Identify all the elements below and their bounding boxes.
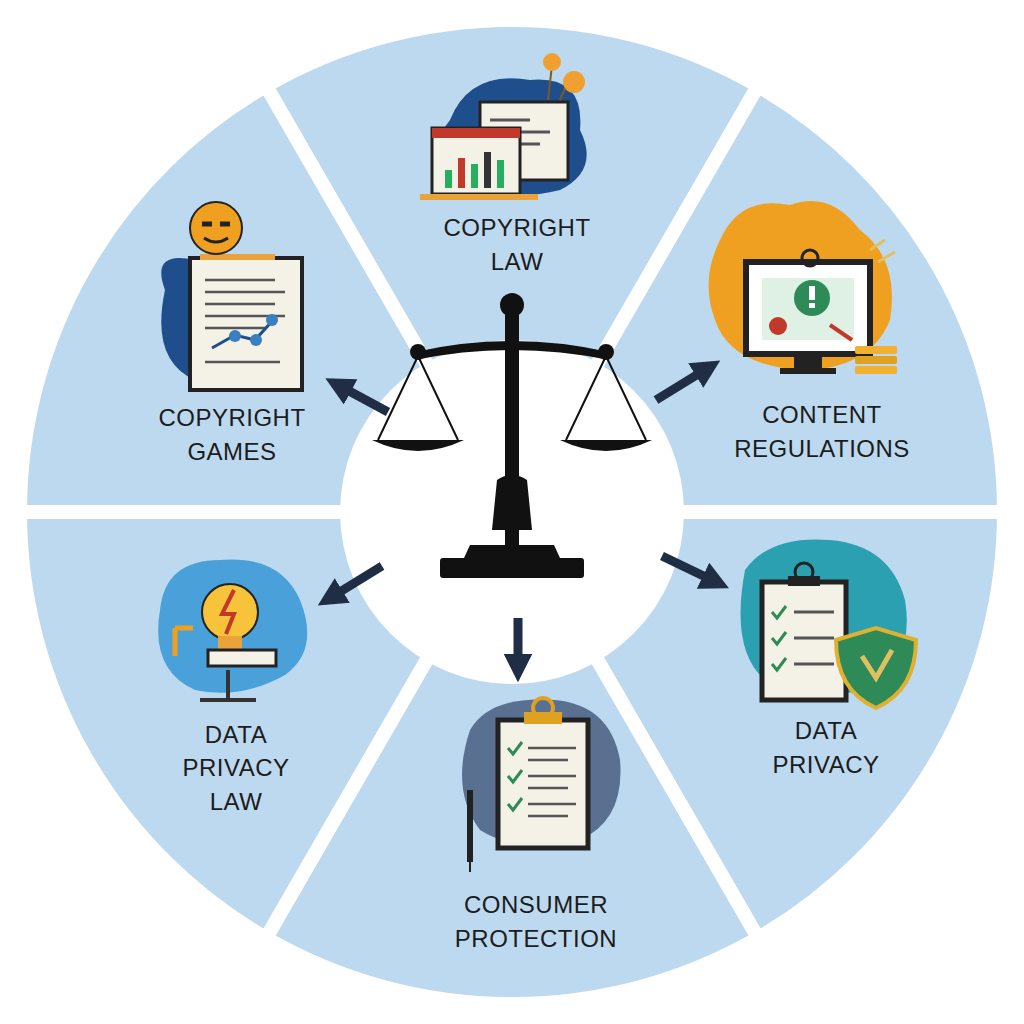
report-icon xyxy=(420,53,587,200)
segment-label: COPYRIGHT LAW xyxy=(428,211,606,278)
segment-label-box: CONTENT REGULATIONS xyxy=(717,394,927,469)
arrows xyxy=(330,368,716,668)
monitor-icon xyxy=(709,201,897,374)
segment-label: DATA PRIVACY xyxy=(752,714,900,781)
segment-label-box: CONSUMER PROTECTION xyxy=(426,884,646,959)
segment-label: CONTENT REGULATIONS xyxy=(723,398,921,465)
wedge-ring xyxy=(20,20,1004,1004)
segment-label: COPYRIGHT GAMES xyxy=(138,401,326,468)
document-icon xyxy=(161,202,302,390)
lightbulb-icon xyxy=(158,560,307,701)
segment-label-box: DATA PRIVACY xyxy=(746,710,906,785)
wedge xyxy=(20,512,437,938)
clipboard-icon xyxy=(462,698,621,872)
segment-label-box: COPYRIGHT GAMES xyxy=(132,397,332,472)
segment-label-box: DATA PRIVACY LAW xyxy=(161,714,311,823)
segment-label: CONSUMER PROTECTION xyxy=(432,888,640,955)
checklist-shield-icon xyxy=(741,539,917,708)
scales-icon xyxy=(372,293,652,578)
segment-label-box: COPYRIGHT LAW xyxy=(422,207,612,282)
segment-label: DATA PRIVACY LAW xyxy=(167,718,305,819)
